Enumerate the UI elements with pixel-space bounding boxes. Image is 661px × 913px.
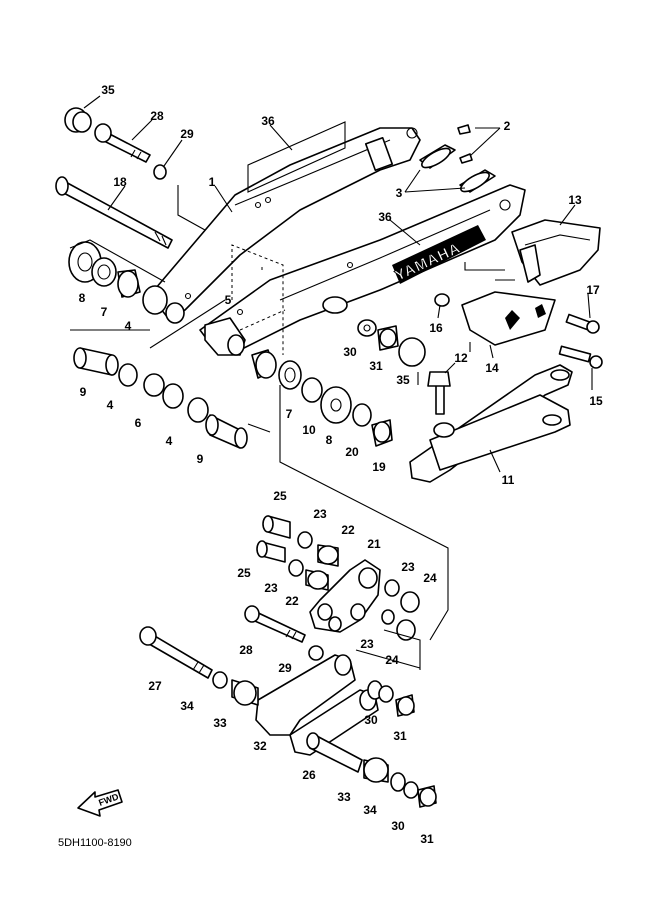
- callout-label: 17: [586, 283, 600, 297]
- callout-label: 26: [302, 768, 316, 782]
- callout-label: 9: [80, 385, 87, 399]
- axle-adjusters: [419, 124, 496, 193]
- callout-label: 29: [180, 127, 194, 141]
- callout-label: 6: [135, 416, 142, 430]
- callout-label: 30: [391, 819, 405, 833]
- relay-arm: [309, 559, 381, 633]
- bearing-group-center: [251, 349, 393, 447]
- chain-guide: [434, 219, 601, 346]
- washer-29-lower: [308, 645, 324, 661]
- callout-label: 36: [378, 210, 392, 224]
- callout-label: 7: [101, 305, 108, 319]
- callout-label: 19: [372, 460, 386, 474]
- bolt-28-lower: [244, 605, 306, 643]
- callout-label: 22: [285, 594, 299, 608]
- callout-label: 10: [302, 423, 316, 437]
- pivot-shaft: [55, 176, 173, 249]
- swingarm: [142, 127, 526, 356]
- connecting-rod: [409, 345, 603, 483]
- callout-label: 31: [393, 729, 407, 743]
- callout-label: 29: [278, 661, 292, 675]
- pivot-bolt-upper: [94, 123, 151, 163]
- bolt-27: [139, 626, 213, 679]
- callout-label: 27: [148, 679, 162, 693]
- callout-label: 13: [568, 193, 582, 207]
- callout-label: 8: [79, 291, 86, 305]
- callout-label: 23: [401, 560, 415, 574]
- callout-label: 21: [367, 537, 381, 551]
- callout-label: 32: [253, 739, 267, 753]
- relay-bushings: [256, 515, 420, 641]
- callout-label: 9: [197, 452, 204, 466]
- callout-label: 25: [273, 489, 287, 503]
- callout-label: 24: [385, 653, 399, 667]
- callout-label: 20: [345, 445, 359, 459]
- assembly-lines: [69, 185, 515, 670]
- callout-label: 30: [343, 345, 357, 359]
- callout-labels: 35 28 29 36 2 1 18 3 36 13 8 7 4 5 17 16…: [79, 83, 603, 846]
- callout-label: 30: [364, 713, 378, 727]
- callout-label: 4: [107, 398, 114, 412]
- cap-35-upper: [64, 107, 92, 133]
- diagram-code: 5DH1100-8190: [58, 837, 132, 849]
- callout-label: 24: [423, 571, 437, 585]
- washer-nut-cap-center: [357, 319, 426, 367]
- bearing-group-left: [68, 241, 248, 449]
- callout-label: 34: [363, 803, 377, 817]
- callout-label: 12: [454, 351, 468, 365]
- callout-label: 2: [504, 119, 511, 133]
- callout-label: 11: [502, 473, 515, 487]
- callout-label: 23: [264, 581, 278, 595]
- callout-label: 28: [239, 643, 253, 657]
- callout-label: 23: [313, 507, 327, 521]
- callout-label: 14: [485, 361, 499, 375]
- callout-label: 28: [150, 109, 164, 123]
- callout-label: 25: [237, 566, 251, 580]
- callout-label: 16: [429, 321, 443, 335]
- callout-label: 23: [360, 637, 374, 651]
- callout-label: 4: [166, 434, 173, 448]
- leader-lines: [83, 95, 593, 473]
- collars-lower: [212, 671, 437, 808]
- decal-upper: [247, 121, 346, 193]
- callout-label: 22: [341, 523, 355, 537]
- callout-label: 35: [101, 83, 115, 97]
- callout-label: 4: [125, 319, 132, 333]
- callout-label: 5: [225, 293, 232, 307]
- callout-label: 36: [261, 114, 275, 128]
- callout-label: 31: [369, 359, 383, 373]
- washer-29-upper: [153, 164, 167, 180]
- forward-arrow: FWD: [77, 789, 123, 817]
- callout-label: 33: [213, 716, 227, 730]
- callout-label: 1: [209, 175, 216, 189]
- callout-label: 15: [589, 394, 603, 408]
- callout-label: 8: [326, 433, 333, 447]
- callout-label: 35: [396, 373, 410, 387]
- callout-label: 34: [180, 699, 194, 713]
- callout-label: 33: [337, 790, 351, 804]
- callout-label: 3: [396, 186, 403, 200]
- callout-label: 7: [286, 407, 293, 421]
- callout-label: 18: [113, 175, 127, 189]
- callout-label: 31: [420, 832, 434, 846]
